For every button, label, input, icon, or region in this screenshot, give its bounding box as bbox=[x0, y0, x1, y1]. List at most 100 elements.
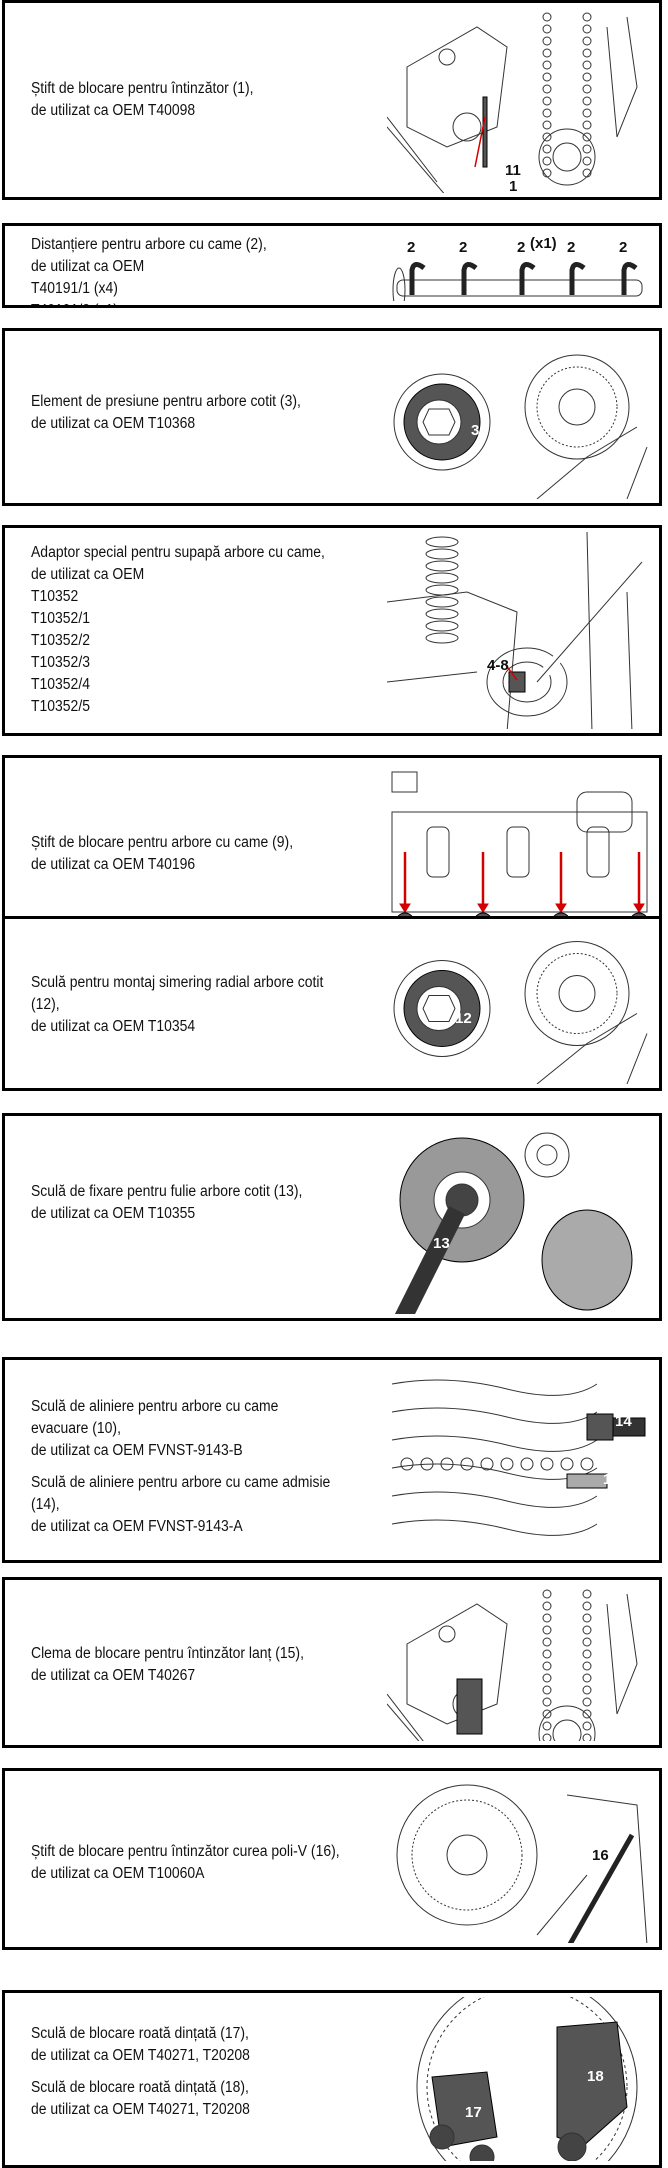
callout-label: 14 bbox=[615, 1413, 632, 1430]
tool-illustration: 12 bbox=[387, 923, 655, 1084]
description-line: Sculă pentru montaj simering radial arbo… bbox=[31, 974, 324, 991]
tool-panel: Sculă de fixare pentru fulie arbore coti… bbox=[2, 1113, 662, 1321]
description-line: de utilizat ca OEM T40267 bbox=[31, 1667, 196, 1684]
description-line: de utilizat ca OEM T40271, T20208 bbox=[31, 2047, 250, 2064]
callout-label: 3 bbox=[471, 422, 479, 439]
illustration-svg: 13 bbox=[394, 1132, 633, 1314]
tool-illustration: 2 2 2 (x1) 2 2 bbox=[387, 230, 655, 301]
tool-illustration: 14 10 bbox=[387, 1364, 655, 1556]
callout-label: 2 bbox=[619, 239, 627, 256]
callout-label: 1 bbox=[509, 178, 517, 193]
tool-illustration: 4-8 bbox=[387, 532, 655, 729]
callout-label: 15 bbox=[489, 1723, 506, 1740]
tool-panel: Știft de blocare pentru întinzător curea… bbox=[2, 1768, 662, 1950]
tool-illustration: 3 bbox=[387, 335, 655, 499]
illustration-svg: 111 bbox=[387, 12, 638, 193]
callout-label: 11 bbox=[505, 162, 521, 179]
description-line: T40191/2 (x1) bbox=[31, 300, 267, 305]
description-line: Element de presiune pentru arbore cotit … bbox=[31, 393, 301, 410]
description-line: de utilizat ca OEM T40098 bbox=[31, 102, 196, 119]
description-line: Adaptor special pentru supapă arbore cu … bbox=[31, 544, 325, 561]
callout-label: 12 bbox=[455, 1010, 472, 1027]
callout-label: 13 bbox=[433, 1235, 450, 1252]
description-line: de utilizat ca OEM FVNST-9143-A bbox=[31, 1518, 243, 1535]
callout-label: 2 bbox=[517, 239, 525, 256]
tool-description: Element de presiune pentru arbore cotit … bbox=[31, 391, 301, 435]
description-line: de utilizat ca OEM T10355 bbox=[31, 1205, 196, 1222]
description-line: Sculă de blocare roată dințată (17), bbox=[31, 2025, 249, 2042]
description-line: Sculă de blocare roată dințată (18), bbox=[31, 2079, 249, 2096]
callout-label: 2 bbox=[407, 239, 415, 256]
description-line: Sculă de fixare pentru fulie arbore coti… bbox=[31, 1183, 303, 1200]
description-line: de utilizat ca OEM T10354 bbox=[31, 1018, 196, 1035]
line-art-drawing bbox=[392, 262, 643, 301]
description-line: T10352 bbox=[31, 588, 79, 605]
tool-description: Sculă de fixare pentru fulie arbore coti… bbox=[31, 1181, 302, 1225]
illustration-svg: 4-8 bbox=[387, 532, 646, 729]
illustration-svg: 2 2 2 (x1) 2 2 bbox=[392, 235, 643, 301]
line-art-drawing bbox=[387, 532, 646, 729]
description-line: de utilizat ca OEM FVNST-9143-B bbox=[31, 1442, 243, 1459]
description-line: de utilizat ca OEM bbox=[31, 258, 145, 275]
description-line: T10352/5 bbox=[31, 698, 90, 715]
line-art-drawing bbox=[393, 354, 648, 499]
description-line: de utilizat ca OEM bbox=[31, 566, 145, 583]
line-art-drawing bbox=[393, 941, 648, 1084]
description-line: Sculă de aliniere pentru arbore cu came bbox=[31, 1398, 279, 1415]
description-line: Clema de blocare pentru întinzător lanț … bbox=[31, 1645, 304, 1662]
illustration-svg: 15 bbox=[387, 1589, 638, 1741]
description-line: (12), bbox=[31, 996, 60, 1013]
tool-panel: Sculă de blocare roată dințată (17), de u… bbox=[2, 1990, 662, 2168]
callout-label: 18 bbox=[587, 2068, 604, 2085]
illustration-svg: 12 bbox=[393, 941, 648, 1084]
tool-description: Știft de blocare pentru întinzător curea… bbox=[31, 1841, 340, 1885]
description-line: de utilizat ca OEM T40271, T20208 bbox=[31, 2101, 250, 2118]
line-art-drawing bbox=[394, 1132, 633, 1314]
description-line: T10352/3 bbox=[31, 654, 90, 671]
callout-label: 2 bbox=[459, 239, 467, 256]
line-art-drawing bbox=[387, 12, 638, 193]
tool-description: Adaptor special pentru supapă arbore cu … bbox=[31, 542, 325, 718]
tool-description: Știft de blocare pentru arbore cu came (… bbox=[31, 832, 293, 876]
description-line: Știft de blocare pentru întinzător curea… bbox=[31, 1843, 340, 1860]
description-line: T10352/4 bbox=[31, 676, 90, 693]
tool-illustration: 13 bbox=[387, 1120, 655, 1314]
callout-label: 4-8 bbox=[487, 657, 509, 674]
tool-panel: Distanțiere pentru arbore cu came (2), de… bbox=[2, 223, 662, 308]
illustration-svg: 16 bbox=[396, 1784, 648, 1943]
tool-description: Sculă pentru montaj simering radial arbo… bbox=[31, 972, 323, 1038]
description-line: T10352/2 bbox=[31, 632, 90, 649]
callout-label: 17 bbox=[465, 2104, 482, 2121]
description-line: Sculă de aliniere pentru arbore cu came … bbox=[31, 1474, 331, 1491]
callout-label: 2 bbox=[567, 239, 575, 256]
tool-description: Clema de blocare pentru întinzător lanț … bbox=[31, 1643, 304, 1687]
callout-label: 10 bbox=[603, 1471, 620, 1488]
tool-panel: Clema de blocare pentru întinzător lanț … bbox=[2, 1577, 662, 1748]
tool-description: Distanțiere pentru arbore cu came (2), de… bbox=[31, 234, 267, 305]
illustration-svg: 14 10 bbox=[391, 1379, 646, 1536]
line-art-drawing bbox=[387, 1589, 638, 1741]
tool-panel: Adaptor special pentru supapă arbore cu … bbox=[2, 525, 662, 736]
tool-panel: Știft de blocare pentru întinzător (1), d… bbox=[2, 0, 662, 200]
line-art-drawing bbox=[391, 771, 649, 932]
callout-label: 16 bbox=[592, 1847, 609, 1864]
spacer bbox=[31, 2067, 250, 2077]
description-line: Știft de blocare pentru arbore cu came (… bbox=[31, 834, 294, 851]
description-line: de utilizat ca OEM T40196 bbox=[31, 856, 196, 873]
spacer bbox=[31, 1462, 330, 1472]
tool-description: Știft de blocare pentru întinzător (1), d… bbox=[31, 78, 254, 122]
description-line: Știft de blocare pentru întinzător (1), bbox=[31, 80, 254, 97]
callout-label: (x1) bbox=[530, 235, 557, 252]
tool-description: Sculă de blocare roată dințată (17), de u… bbox=[31, 2023, 250, 2121]
line-art-drawing bbox=[391, 1379, 646, 1536]
description-line: Distanțiere pentru arbore cu came (2), bbox=[31, 236, 267, 253]
tool-panel: Sculă pentru montaj simering radial arbo… bbox=[2, 916, 662, 1091]
illustration-svg: 3 bbox=[393, 354, 648, 499]
description-line: (14), bbox=[31, 1496, 60, 1513]
description-line: de utilizat ca OEM T10060A bbox=[31, 1865, 205, 1882]
